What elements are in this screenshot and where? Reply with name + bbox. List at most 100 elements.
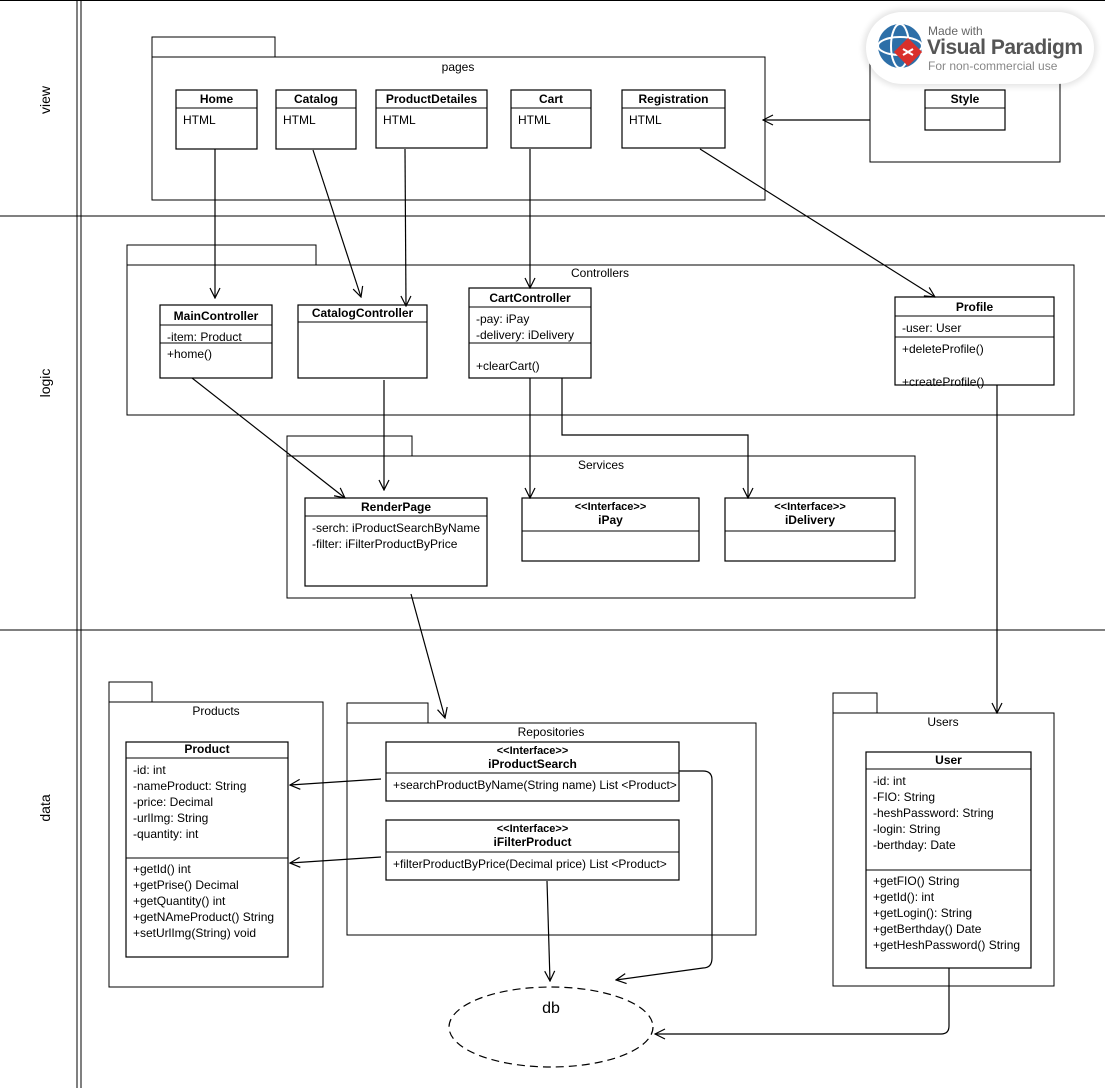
edge-maincontroller-renderpage bbox=[191, 377, 345, 498]
render-page-attr-0: -serch: iProductSearchByName bbox=[312, 521, 480, 535]
main-controller-name: MainController bbox=[174, 309, 259, 323]
product-attr-4: -quantity: int bbox=[133, 827, 199, 841]
iproduct-search-stereotype: <<Interface>> bbox=[497, 745, 569, 757]
edge-ifilterproduct-db bbox=[547, 880, 550, 981]
cart-body-0: HTML bbox=[518, 113, 551, 127]
edge-ifilterproduct-product bbox=[290, 856, 382, 863]
main-controller-attr-0: -item: Product bbox=[167, 330, 242, 344]
lane-label-data: data bbox=[37, 794, 53, 821]
ifilter-product-op-0: +filterProductByPrice(Decimal price) Lis… bbox=[393, 857, 667, 871]
db-node bbox=[448, 986, 654, 1068]
class-catalog-controller: CatalogController bbox=[297, 304, 428, 379]
ipay-name: iPay bbox=[598, 513, 623, 527]
package-label-repositories: Repositories bbox=[518, 725, 585, 739]
cart-controller-attr-1: -delivery: iDelivery bbox=[476, 328, 574, 342]
package-label-products: Products bbox=[192, 704, 239, 718]
visual-paradigm-logo-icon bbox=[877, 23, 923, 69]
edge-productdetailes-catalogcontroller bbox=[405, 148, 406, 306]
visual-paradigm-watermark: Made with Visual Paradigm For non-commer… bbox=[866, 12, 1094, 84]
style-name: Style bbox=[951, 92, 980, 106]
ifilter-product-name: iFilterProduct bbox=[493, 835, 571, 849]
watermark-made-with: Made with bbox=[928, 24, 983, 38]
class-ipay: <<Interface>>iPay bbox=[521, 497, 700, 562]
product-op-0: +getId() int bbox=[133, 862, 191, 876]
class-iproduct-search: <<Interface>>iProductSearch +searchProduc… bbox=[385, 741, 680, 802]
product-op-2: +getQuantity() int bbox=[133, 894, 226, 908]
connectors bbox=[191, 120, 997, 1034]
user-op-4: +getHeshPassword() String bbox=[873, 938, 1020, 952]
user-attr-3: -login: String bbox=[873, 822, 940, 836]
class-user: User-id: int-FIO: String-heshPassword: S… bbox=[865, 751, 1032, 969]
watermark-license: For non-commercial use bbox=[928, 59, 1058, 73]
package-label-controllers: Controllers bbox=[571, 266, 629, 280]
class-cart-controller: CartController -pay: iPay -delivery: iDeli… bbox=[468, 287, 592, 379]
registration-name: Registration bbox=[638, 92, 708, 106]
lane-label-view: view bbox=[37, 85, 53, 114]
class-idelivery: <<Interface>>iDelivery bbox=[724, 497, 896, 562]
user-attr-4: -berthday: Date bbox=[873, 838, 956, 852]
idelivery-stereotype: <<Interface>> bbox=[774, 501, 846, 513]
profile-op-0: +deleteProfile() bbox=[902, 342, 984, 356]
catalog-body-0: HTML bbox=[283, 113, 316, 127]
main-controller-op-0: +home() bbox=[167, 347, 212, 361]
user-name: User bbox=[935, 753, 962, 767]
product-name: Product bbox=[184, 742, 229, 756]
class-product: Product-id: int-nameProduct: String-pric… bbox=[125, 741, 289, 958]
idelivery-name: iDelivery bbox=[785, 513, 835, 527]
package-label-services: Services bbox=[578, 458, 624, 472]
user-op-1: +getId(): int bbox=[873, 890, 935, 904]
edge-iproductsearch-product bbox=[290, 778, 382, 785]
product-op-1: +getPrise() Decimal bbox=[133, 878, 239, 892]
profile-op-1: +createProfile() bbox=[902, 375, 984, 389]
profile-name: Profile bbox=[956, 300, 994, 314]
user-op-2: +getLogin(): String bbox=[873, 906, 972, 920]
edge-user-db bbox=[655, 968, 950, 1034]
product-detailes-body-0: HTML bbox=[383, 113, 416, 127]
product-attr-2: -price: Decimal bbox=[133, 795, 213, 809]
product-op-3: +getNAmeProduct() String bbox=[133, 910, 274, 924]
render-page-attr-1: -filter: iFilterProductByPrice bbox=[312, 537, 458, 551]
class-render-page: RenderPage -serch: iProductSearchByName -f… bbox=[304, 497, 488, 587]
watermark-brand: Visual Paradigm bbox=[927, 36, 1083, 59]
cart-controller-name: CartController bbox=[489, 291, 571, 305]
ifilter-product-stereotype: <<Interface>> bbox=[497, 823, 569, 835]
registration-body-0: HTML bbox=[629, 113, 662, 127]
user-attr-2: -heshPassword: String bbox=[873, 806, 994, 820]
class-main-controller: MainController -item: Product +home() bbox=[159, 304, 273, 379]
profile-attr-0: -user: User bbox=[902, 321, 961, 335]
catalog-name: Catalog bbox=[294, 92, 338, 106]
catalog-controller-name: CatalogController bbox=[312, 306, 414, 320]
package-controllers bbox=[126, 244, 1075, 416]
class-ifilter-product: <<Interface>>iFilterProduct +filterProduc… bbox=[385, 819, 680, 881]
cart-controller-attr-0: -pay: iPay bbox=[476, 312, 529, 326]
package-label-users: Users bbox=[927, 715, 958, 729]
iproduct-search-op-0: +searchProductByName(String name) List <… bbox=[393, 778, 677, 792]
user-op-3: +getBerthday() Date bbox=[873, 922, 982, 936]
cart-controller-op-0: +clearCart() bbox=[476, 359, 540, 373]
edge-catalog-catalogcontroller bbox=[312, 149, 361, 297]
edge-registration-profile bbox=[699, 148, 935, 297]
render-page-name: RenderPage bbox=[361, 500, 431, 514]
cart-name: Cart bbox=[539, 92, 563, 106]
product-attr-3: -urlImg: String bbox=[133, 811, 208, 825]
home-body-0: HTML bbox=[183, 113, 216, 127]
edge-iproductsearch-db bbox=[616, 770, 713, 980]
edge-renderpage-repositories bbox=[410, 593, 445, 718]
edge-cartcontroller-idelivery bbox=[561, 378, 748, 498]
product-detailes-name: ProductDetailes bbox=[386, 92, 478, 106]
user-attr-1: -FIO: String bbox=[873, 790, 935, 804]
package-label-pages: pages bbox=[442, 60, 475, 74]
product-attr-0: -id: int bbox=[133, 763, 166, 777]
product-op-4: +setUrlImg(String) void bbox=[133, 926, 256, 940]
home-name: Home bbox=[200, 92, 234, 106]
db-label: db bbox=[542, 1000, 560, 1017]
class-style: Style bbox=[924, 89, 1006, 131]
iproduct-search-name: iProductSearch bbox=[488, 757, 577, 771]
ipay-stereotype: <<Interface>> bbox=[575, 501, 647, 513]
